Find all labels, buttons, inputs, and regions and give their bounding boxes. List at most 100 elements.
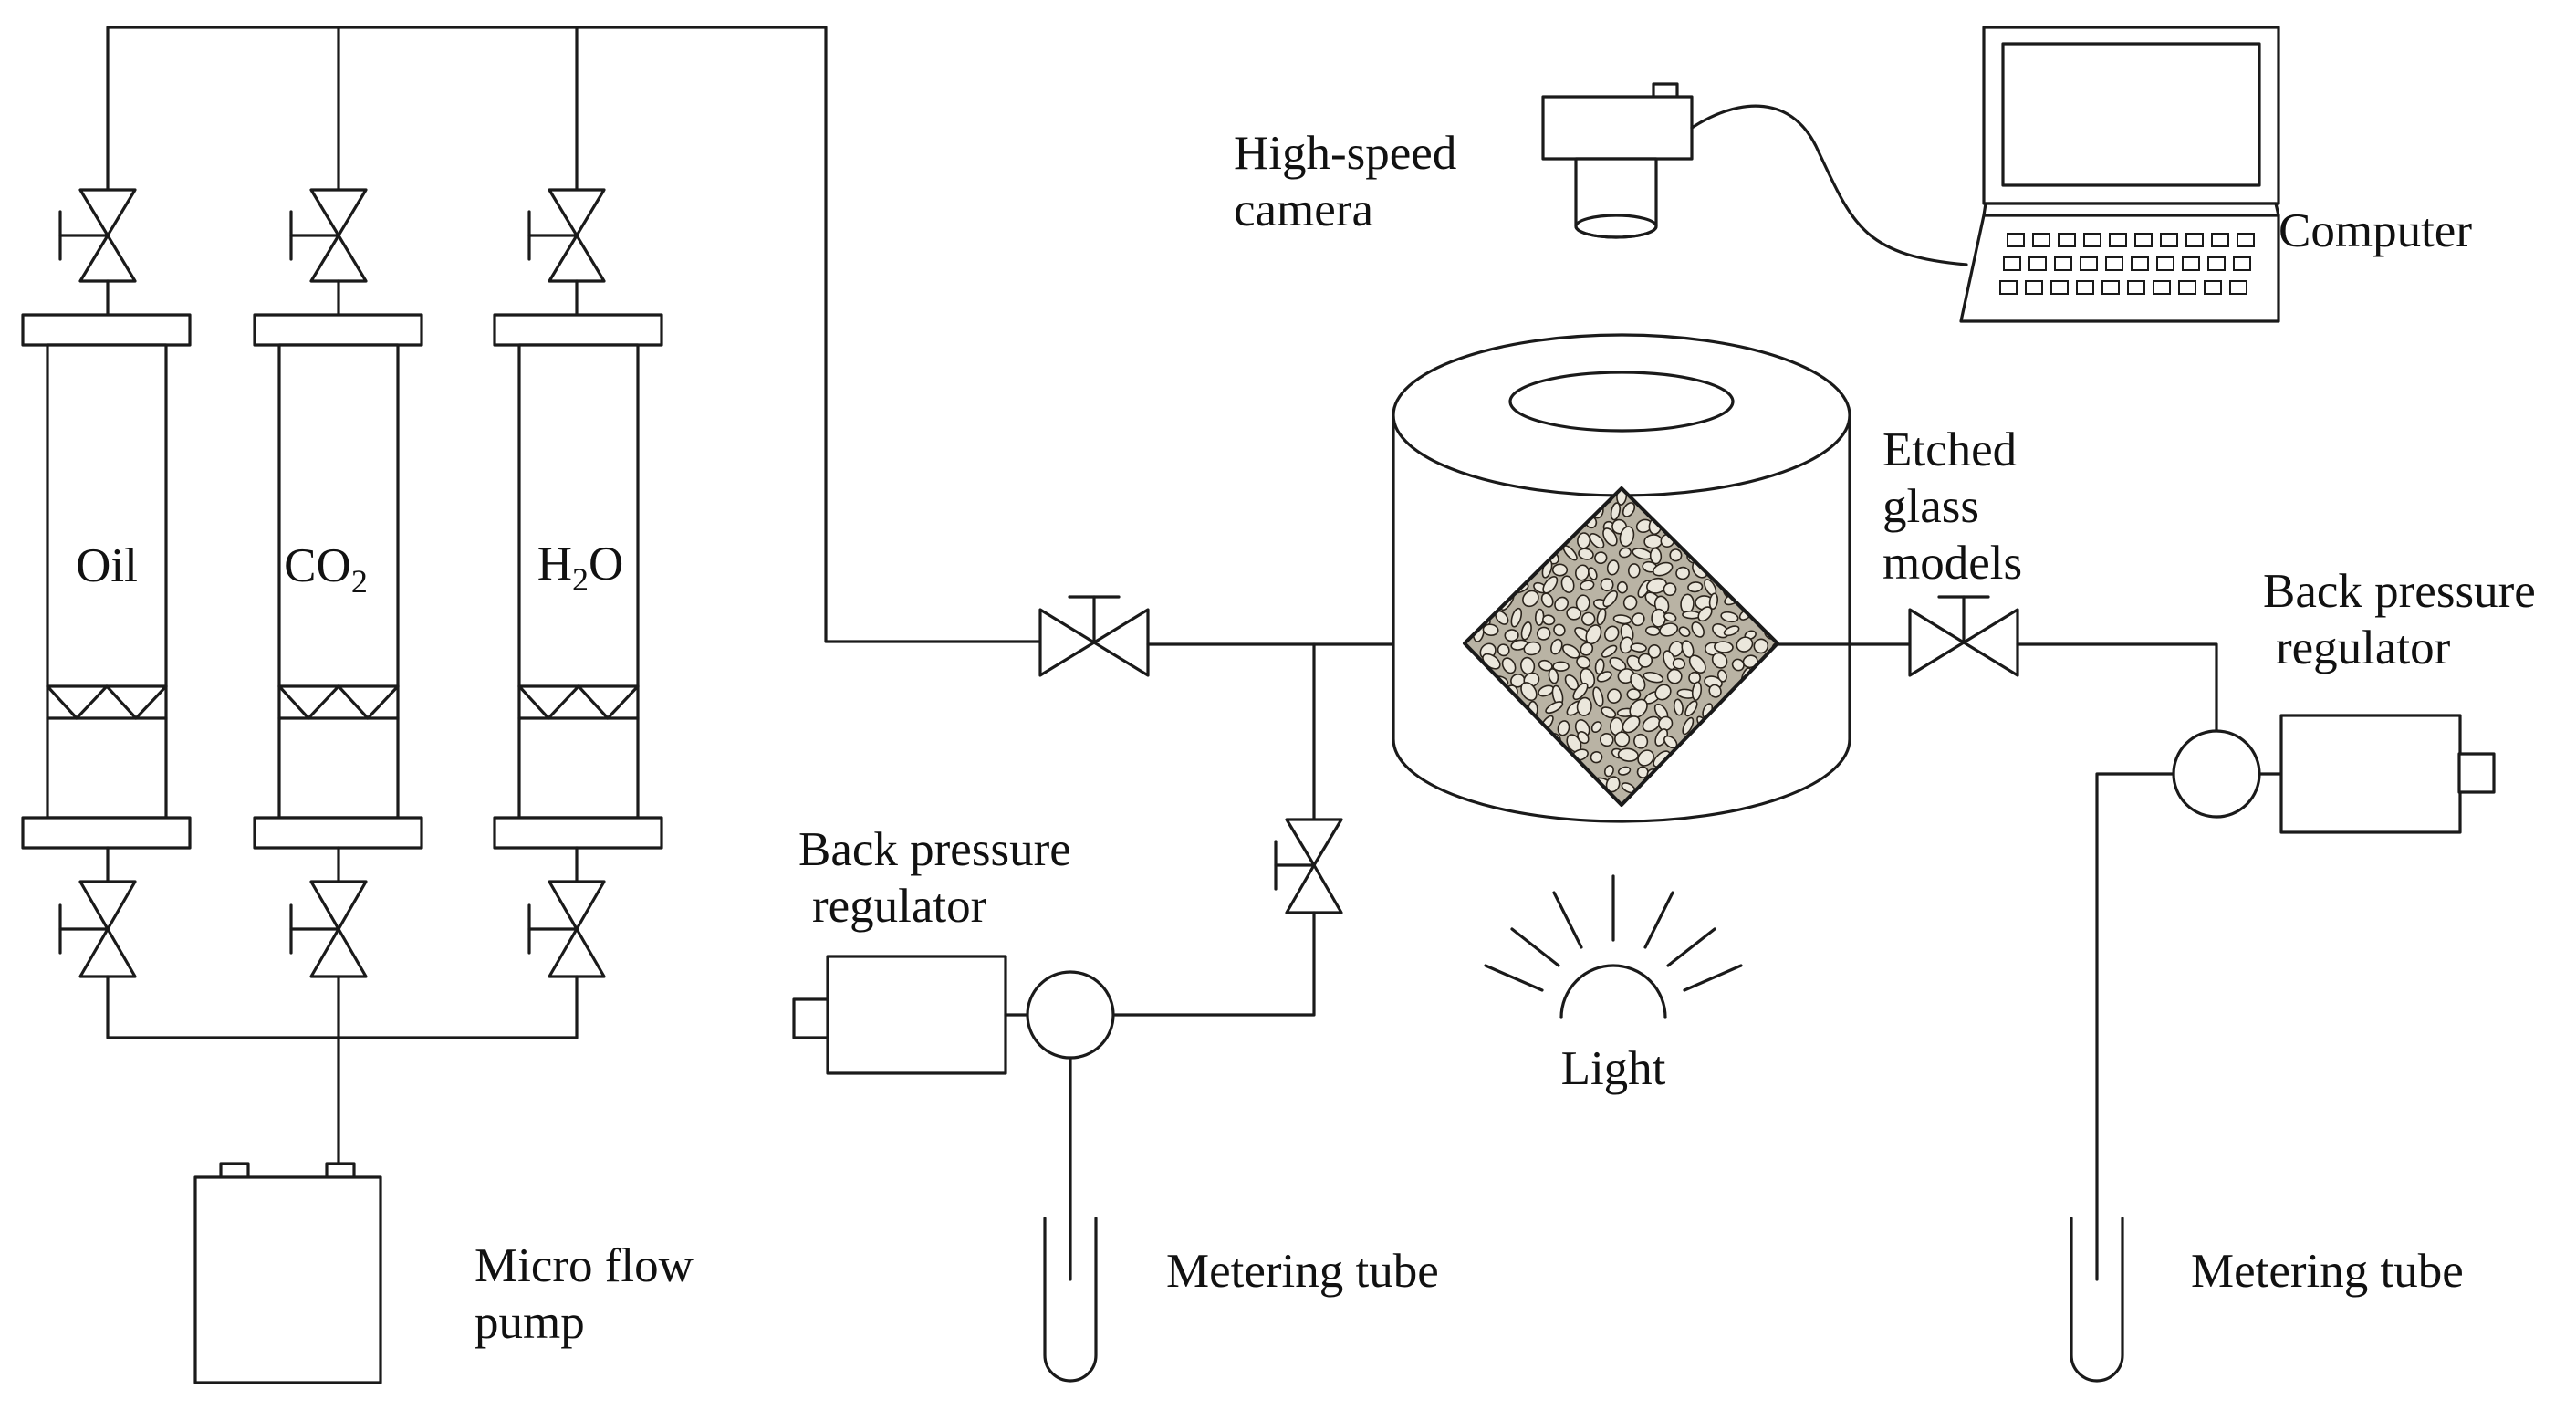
pore-grain bbox=[1575, 594, 1590, 612]
pore-grain bbox=[1577, 532, 1591, 549]
pore-grain bbox=[1711, 652, 1728, 669]
label-metering-right: Metering tube bbox=[2191, 1245, 2464, 1298]
micro-flow-pump bbox=[193, 1162, 382, 1384]
pore-grain bbox=[1601, 706, 1617, 719]
pore-grain bbox=[1603, 765, 1614, 778]
bottom-manifold-pipe bbox=[106, 975, 579, 1168]
pore-grain bbox=[1610, 502, 1622, 521]
label-h2o-o: O bbox=[589, 538, 623, 590]
pore-grain bbox=[1627, 563, 1641, 579]
pore-grain bbox=[1612, 614, 1632, 625]
pore-grain bbox=[1545, 701, 1564, 715]
pore-grain bbox=[1659, 622, 1679, 637]
computer-icon bbox=[1959, 26, 2280, 323]
pore-grain bbox=[1600, 733, 1614, 747]
keyboard-key bbox=[2054, 256, 2072, 271]
pore-grain bbox=[1602, 527, 1618, 547]
pore-grain bbox=[1697, 606, 1713, 622]
pore-grain bbox=[1669, 548, 1683, 562]
keyboard-keys bbox=[1999, 233, 2255, 295]
pore-grain bbox=[1691, 621, 1705, 638]
label-h2o-subscript: 2 bbox=[572, 561, 589, 598]
keyboard-key bbox=[2076, 280, 2094, 295]
pore-grain bbox=[1572, 682, 1589, 701]
pore-grain bbox=[1688, 654, 1706, 674]
pore-grain bbox=[1538, 659, 1553, 672]
keyboard-key bbox=[2080, 256, 2098, 271]
pore-grain bbox=[1534, 608, 1545, 626]
back-pressure-regulator-right bbox=[2172, 714, 2496, 834]
metering-tube-left bbox=[1043, 1217, 1098, 1383]
label-micro-pump-line1: Micro flow bbox=[475, 1239, 694, 1292]
metering-tube-right bbox=[2070, 1217, 2124, 1383]
pore-grain bbox=[1553, 623, 1566, 637]
pore-grain bbox=[1504, 629, 1519, 642]
pore-grain bbox=[1663, 612, 1677, 622]
pore-grain bbox=[1626, 688, 1642, 701]
pore-grain bbox=[1596, 671, 1612, 683]
valve-outlet bbox=[1908, 595, 2019, 677]
valve-co2-top bbox=[289, 188, 368, 283]
keyboard-key bbox=[2025, 280, 2043, 295]
keyboard-key bbox=[2233, 256, 2251, 271]
pore-grain bbox=[1654, 684, 1672, 701]
pore-grain bbox=[1622, 715, 1641, 734]
valve-oil-top bbox=[58, 188, 137, 283]
pore-grain bbox=[1647, 644, 1662, 659]
light-icon bbox=[1484, 874, 1743, 1019]
keyboard-key bbox=[2182, 256, 2200, 271]
keyboard-key bbox=[2211, 233, 2229, 247]
pore-grain bbox=[1576, 696, 1592, 716]
valve-branch bbox=[1274, 818, 1343, 914]
pore-grain bbox=[1708, 684, 1722, 698]
pore-grain bbox=[1577, 731, 1590, 745]
pore-grain bbox=[1497, 643, 1510, 657]
pore-grain bbox=[1682, 716, 1695, 736]
pore-grain bbox=[1652, 561, 1674, 577]
pore-grain bbox=[1590, 751, 1603, 764]
pore-grain bbox=[1646, 577, 1668, 594]
keyboard-key bbox=[2028, 256, 2047, 271]
pore-grain bbox=[1630, 642, 1647, 653]
keyboard-key bbox=[2207, 256, 2226, 271]
pore-grain bbox=[1672, 657, 1686, 670]
pore-grain bbox=[1651, 608, 1666, 628]
pore-grain bbox=[1557, 720, 1570, 736]
pore-grain bbox=[1742, 654, 1758, 669]
pore-grain bbox=[1596, 608, 1607, 626]
keyboard-key bbox=[2003, 256, 2021, 271]
pore-grain bbox=[1663, 582, 1677, 597]
pore-grain bbox=[1675, 566, 1690, 580]
pipe-branch-to-bpr bbox=[1113, 911, 1316, 1017]
pore-grain bbox=[1482, 623, 1499, 636]
pore-grain bbox=[1603, 625, 1620, 642]
pore-grain bbox=[1590, 721, 1602, 734]
pore-grain bbox=[1523, 641, 1542, 656]
keyboard-key bbox=[2058, 233, 2076, 247]
keyboard-key bbox=[2237, 233, 2255, 247]
valve-h2o-bottom bbox=[527, 880, 606, 978]
label-micro-pump-line2: pump bbox=[475, 1296, 585, 1349]
back-pressure-regulator-left bbox=[792, 955, 1115, 1075]
pore-grain bbox=[1637, 749, 1654, 767]
pore-grain bbox=[1691, 681, 1703, 701]
valve-oil-bottom bbox=[58, 880, 137, 978]
pore-grain bbox=[1619, 526, 1635, 548]
keyboard-key bbox=[2101, 280, 2120, 295]
label-h2o-h: H bbox=[537, 538, 572, 590]
pore-grain bbox=[1723, 625, 1740, 637]
pore-grain bbox=[1542, 576, 1559, 594]
pore-grain bbox=[1552, 661, 1570, 672]
cylinder-oil bbox=[21, 313, 192, 850]
keyboard-key bbox=[2153, 280, 2171, 295]
pore-grain bbox=[1594, 658, 1605, 675]
pore-grain bbox=[1581, 611, 1596, 626]
pore-grain bbox=[1551, 563, 1569, 577]
pore-grain bbox=[1576, 655, 1591, 669]
cylinder-co2 bbox=[253, 313, 423, 850]
pore-grain bbox=[1580, 642, 1594, 656]
pore-grain bbox=[1649, 548, 1663, 565]
pore-grain bbox=[1642, 715, 1661, 733]
pore-grain bbox=[1617, 766, 1632, 776]
label-camera-line1: High-speed bbox=[1234, 127, 1456, 180]
